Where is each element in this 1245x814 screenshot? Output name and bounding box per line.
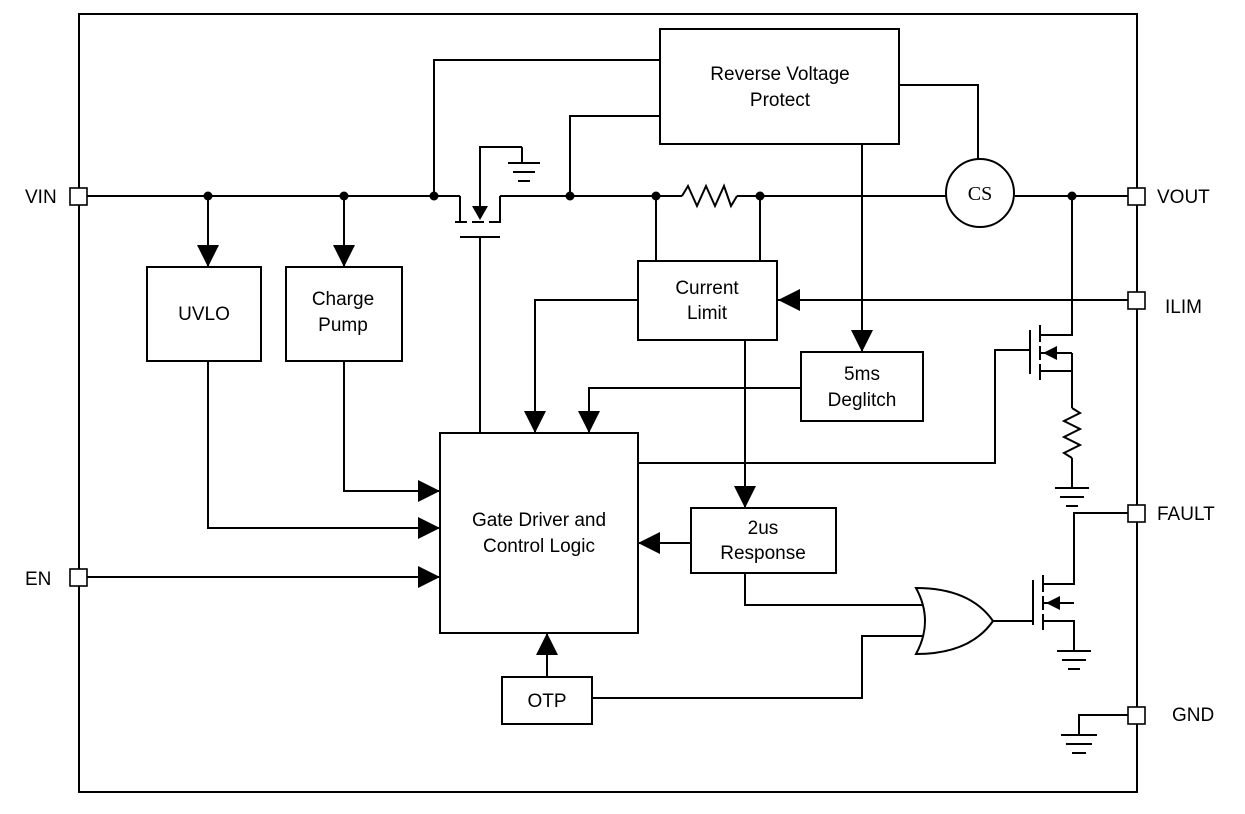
current-limit-block (637, 260, 778, 341)
charge-pump-block (285, 266, 403, 362)
response-block (690, 507, 837, 574)
uvlo-block (146, 266, 262, 362)
charge-pump-label-line2: Pump (318, 315, 368, 336)
reverse-voltage-protect-label-line2: Protect (750, 90, 811, 111)
response-label-line1: 2us (748, 518, 779, 539)
otp-block (501, 676, 593, 725)
fault-pin-label: FAULT (1157, 504, 1215, 525)
otp-label: OTP (527, 691, 566, 712)
vout-pin (1127, 187, 1146, 206)
current-limit-label-line2: Limit (687, 303, 728, 324)
current-sense-circle (945, 158, 1015, 228)
fault-pin (1127, 504, 1146, 523)
gnd-pin-label: GND (1172, 705, 1214, 726)
deglitch-block (800, 351, 924, 422)
cs-label: CS (968, 183, 992, 205)
or-gate (914, 586, 995, 656)
sense-resistor (681, 183, 738, 209)
charge-pump-label-line1: Charge (312, 289, 374, 310)
reverse-voltage-protect-label-line1: Reverse Voltage (710, 64, 849, 85)
deglitch-label-line1: 5ms (844, 364, 880, 385)
vin-pin (69, 187, 88, 206)
en-pin (69, 568, 88, 587)
vin-pin-label: VIN (25, 187, 57, 208)
ground-symbol (1057, 650, 1091, 670)
en-pin-label: EN (25, 569, 51, 590)
fault-fet-symbol (1032, 575, 1074, 630)
junction-dots (203, 191, 1077, 201)
ilim-pin-label: ILIM (1165, 297, 1202, 318)
ground-symbol (1061, 734, 1097, 754)
gate-driver-block (439, 432, 639, 634)
vout-pin-label: VOUT (1157, 187, 1210, 208)
response-label-line2: Response (720, 543, 806, 564)
wires (87, 59, 1128, 735)
uvlo-label: UVLO (178, 304, 230, 325)
gate-driver-label-line1: Gate Driver and (472, 510, 606, 531)
pass-fet-symbol (455, 196, 505, 238)
current-limit-label-line1: Current (675, 278, 739, 299)
ground-symbol (1055, 487, 1089, 507)
ground-symbol (508, 147, 540, 182)
ilim-fet-symbol (1029, 325, 1073, 380)
gnd-pin (1127, 706, 1146, 725)
gate-driver-label-line2: Control Logic (483, 536, 595, 557)
reverse-voltage-protect-block (659, 28, 900, 145)
chip-outline (78, 13, 1138, 793)
ilim-pin (1127, 291, 1146, 310)
deglitch-label-line2: Deglitch (828, 390, 897, 411)
